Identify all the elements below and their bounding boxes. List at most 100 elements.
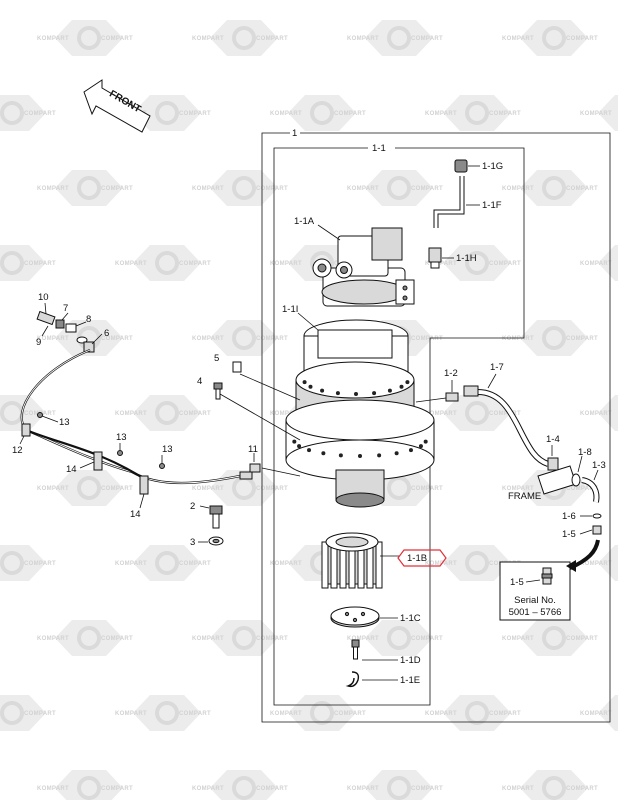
assembly-box-1-1: 1-1 [273, 143, 525, 706]
watermark-text-right: COMPART [179, 111, 211, 117]
watermark-ring [232, 176, 256, 200]
watermark-text-left: KOMPART [347, 786, 379, 792]
watermark-text-right: COMPART [101, 336, 133, 342]
watermark-text-right: COMPART [566, 786, 598, 792]
label-7: 7 [63, 303, 68, 314]
label-1-1C: 1-1C [400, 613, 421, 624]
watermark-text-left: KOMPART [502, 186, 534, 192]
watermark-hexagon [365, 20, 433, 56]
watermark-hexagon [598, 695, 618, 731]
inset-serial-title: Serial No. [514, 595, 556, 606]
label-6: 6 [104, 328, 109, 339]
watermark-hexagon [133, 545, 201, 581]
part-1-1I-reduction-gear: 1-1I [282, 304, 435, 508]
part-4-bolt: 4 [197, 376, 223, 400]
watermark-ring [0, 551, 24, 575]
watermark-hexagon [55, 170, 123, 206]
label-2: 2 [190, 501, 195, 512]
watermark-ring [77, 26, 101, 50]
watermark-hexagon [55, 770, 123, 800]
watermark-text-left: KOMPART [37, 486, 69, 492]
label-1-1I: 1-1I [282, 304, 298, 315]
label-13-b: 13 [116, 432, 127, 443]
watermark-text-right: COMPART [101, 186, 133, 192]
watermark-ring [542, 326, 566, 350]
watermark-text-left: KOMPART [502, 336, 534, 342]
right-hose-assembly: 1-2 1-7 1-4 FRAME 1-8 1-3 1-6 1-5 [415, 362, 606, 540]
watermark-hexagon [520, 20, 588, 56]
watermark-hexagon [365, 620, 433, 656]
watermark-ring [155, 101, 179, 125]
label-13-a: 13 [59, 417, 70, 428]
watermark-text-left: KOMPART [192, 36, 224, 42]
inset-part-label: 1-5 [510, 577, 524, 588]
watermark-ring [0, 251, 24, 275]
watermark-hexagon [443, 95, 511, 131]
watermark-text-left: KOMPART [580, 261, 612, 267]
housing-bolt [320, 388, 325, 393]
watermark-text-right: COMPART [566, 486, 598, 492]
watermark-text-left: KOMPART [425, 261, 457, 267]
watermark-hexagon [520, 170, 588, 206]
watermark-ring [77, 626, 101, 650]
label-1-1E: 1-1E [400, 675, 420, 686]
watermark-text-right: COMPART [489, 711, 521, 717]
watermark-text-right: COMPART [566, 186, 598, 192]
housing-bolt [405, 380, 410, 385]
watermark-hexagon [133, 395, 201, 431]
part-2-bolt: 2 [190, 501, 223, 529]
watermark-hexagon [443, 545, 511, 581]
part-1-1G-cap: 1-1G [454, 159, 503, 173]
watermark-text-left: KOMPART [580, 711, 612, 717]
watermark-text-left: KOMPART [192, 636, 224, 642]
watermark-text-right: COMPART [489, 111, 521, 117]
part-1-1B-pinion: 1-1B [321, 532, 447, 589]
label-14-b: 14 [130, 509, 141, 520]
parts-6-10-fittings: 10 7 8 6 9 [36, 292, 109, 353]
label-1-2: 1-2 [444, 368, 458, 379]
watermark-text-right: COMPART [256, 636, 288, 642]
watermark-text-left: KOMPART [270, 711, 302, 717]
watermark-text-right: COMPART [411, 336, 443, 342]
grease-hoses: 13 13 13 12 14 14 [12, 348, 253, 520]
watermark-ring [387, 626, 411, 650]
highlight-1-1B [397, 549, 447, 567]
watermark-hexagon [133, 695, 201, 731]
watermark-text-left: KOMPART [115, 411, 147, 417]
watermark-ring [155, 251, 179, 275]
housing-bolt [335, 391, 340, 396]
assembly-box-1: 1 [261, 128, 611, 723]
watermark-hexagon [55, 470, 123, 506]
housing-bolt [354, 392, 358, 396]
watermark-hexagon [133, 245, 201, 281]
label-1: 1 [292, 128, 297, 139]
watermark-text-right: COMPART [566, 336, 598, 342]
frame-label: FRAME [508, 491, 541, 502]
watermark-hexagon [210, 620, 278, 656]
watermark-text-left: KOMPART [270, 111, 302, 117]
part-1-1C-plate: 1-1C [330, 606, 421, 628]
watermark-text-right: COMPART [24, 111, 56, 117]
housing-bolt [387, 388, 392, 393]
watermark-hexagon [520, 620, 588, 656]
label-1-4: 1-4 [546, 434, 560, 445]
inset-serial-range: 5001 – 5766 [509, 607, 562, 618]
watermark-text-right: COMPART [411, 186, 443, 192]
watermark-text-right: COMPART [101, 36, 133, 42]
pinion-tooth [375, 541, 383, 589]
watermark-text-left: KOMPART [37, 786, 69, 792]
label-1-1H: 1-1H [456, 253, 477, 264]
watermark-text-right: COMPART [101, 636, 133, 642]
watermark-text-left: KOMPART [37, 336, 69, 342]
watermark-text-right: COMPART [334, 711, 366, 717]
